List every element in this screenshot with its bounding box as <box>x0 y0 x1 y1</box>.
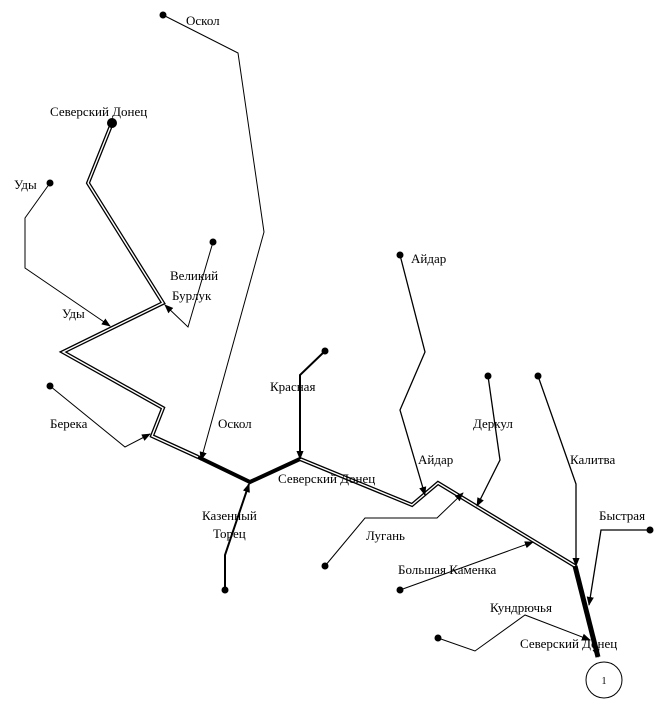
source-nodes <box>46 11 654 642</box>
label-kundryuchya: Кундрючья <box>490 600 552 615</box>
source-node-kazenny-torets <box>221 586 229 594</box>
source-node-krasnaya <box>321 347 329 355</box>
label-bereka: Берека <box>50 416 88 431</box>
river-veliky-burluk <box>164 241 214 328</box>
river-bolshaya-kamenka <box>399 541 534 591</box>
label-bolshaya-kamenka: Большая Каменка <box>398 562 497 577</box>
river-oskol <box>162 14 265 461</box>
label-bystraya: Быстрая <box>599 508 645 523</box>
tributaries <box>24 14 650 652</box>
source-node-veliky-burluk <box>209 238 217 246</box>
label-seversky-donets-source: Северский Донец <box>50 104 147 119</box>
source-node-bolshaya-kamenka <box>396 586 404 594</box>
river-lugan <box>324 492 464 567</box>
label-oskol-lower: Оскол <box>218 416 252 431</box>
label-kazenny-torets-line2: Торец <box>213 526 246 541</box>
river-derkul <box>476 375 501 507</box>
source-node-bereka <box>46 382 54 390</box>
source-node-kundryuchya <box>434 634 442 642</box>
river-krasnaya <box>296 350 326 460</box>
source-node-seversky-donets <box>107 118 117 128</box>
source-node-lugan <box>321 562 329 570</box>
source-node-bystraya <box>646 526 654 534</box>
label-aidar-top: Айдар <box>411 251 446 266</box>
label-veliky-burluk-text: Великий <box>170 268 218 283</box>
label-krasnaya: Красная <box>270 379 315 394</box>
label-veliky-burluk: Великий Бурлук <box>170 268 221 303</box>
label-veliky-burluk-line2: Бурлук <box>172 288 212 303</box>
outlet-node: 1 <box>585 661 623 699</box>
main-stem-seversky-donets <box>58 122 601 658</box>
source-node-aidar <box>396 251 404 259</box>
river-udy <box>24 182 111 327</box>
label-seversky-donets-mid: Северский Донец <box>278 471 375 486</box>
river-kazenny-torets <box>224 483 250 590</box>
label-udy-top: Уды <box>14 177 37 192</box>
label-derkul: Деркул <box>473 416 513 431</box>
label-kazenny-torets-line1: Казенный <box>202 508 257 523</box>
river-kundryuchya <box>437 614 591 652</box>
label-oskol-top: Оскол <box>186 13 220 28</box>
label-kalitva: Калитва <box>570 452 615 467</box>
label-aidar-lower: Айдар <box>418 452 453 467</box>
outlet-node-label: 1 <box>602 676 607 687</box>
source-node-udy <box>46 179 54 187</box>
source-node-derkul <box>484 372 492 380</box>
river-kalitva <box>537 375 580 567</box>
river-aidar <box>399 254 427 496</box>
label-seversky-donets-mouth: Северский Донец <box>520 636 617 651</box>
source-node-oskol <box>159 11 167 19</box>
river-labels: Оскол Северский Донец Уды Уды Великий Бу… <box>14 13 645 651</box>
label-lugan: Лугань <box>366 528 405 543</box>
label-udy-lower: Уды <box>62 306 85 321</box>
river-bereka <box>49 385 151 448</box>
source-node-kalitva <box>534 372 542 380</box>
river-bystraya <box>586 529 650 606</box>
